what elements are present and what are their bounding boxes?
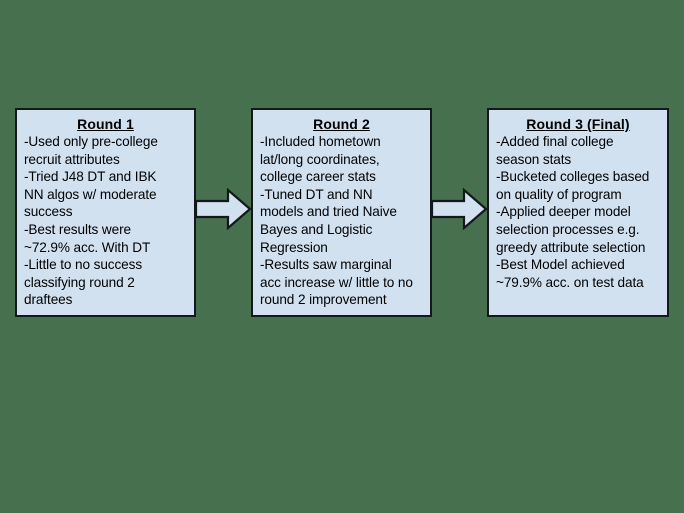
box-line: selection processes e.g. xyxy=(496,221,640,237)
box-line: -Best results were xyxy=(24,221,131,237)
box-line: -Used only pre-college xyxy=(24,134,158,149)
box-line: -Added final college xyxy=(496,134,614,149)
box-line: ~79.9% acc. on test data xyxy=(496,274,644,290)
box-title-round-2: Round 2 xyxy=(313,116,370,132)
box-line: acc increase w/ little to no xyxy=(260,274,413,290)
box-title-round-1: Round 1 xyxy=(77,116,134,132)
box-line: classifying round 2 xyxy=(24,274,135,290)
box-line: ~72.9% acc. With DT xyxy=(24,239,151,255)
box-line: lat/long coordinates, xyxy=(260,151,380,167)
box-line: success xyxy=(24,204,73,220)
box-body-round-2: -Included hometown lat/long coordinates,… xyxy=(260,133,423,309)
box-line: college career stats xyxy=(260,169,376,185)
process-box-round-1[interactable]: Round 1 -Used only pre-college recruit a… xyxy=(15,108,196,317)
box-line: -Little to no success xyxy=(24,257,143,273)
box-line: -Bucketed colleges based xyxy=(496,169,650,185)
box-line: models and tried Naive xyxy=(260,204,397,220)
box-line: -Tuned DT and NN xyxy=(260,186,373,202)
box-line: recruit attributes xyxy=(24,151,120,167)
box-line: Bayes and Logistic xyxy=(260,221,373,237)
flow-arrow-icon-1 xyxy=(195,188,252,230)
process-box-round-2[interactable]: Round 2 -Included hometown lat/long coor… xyxy=(251,108,432,317)
box-title-round-3: Round 3 (Final) xyxy=(526,116,630,132)
process-box-round-3[interactable]: Round 3 (Final) -Added final college sea… xyxy=(487,108,669,317)
box-line: -Results saw marginal xyxy=(260,257,392,273)
box-body-round-3: -Added final college season stats -Bucke… xyxy=(496,133,660,291)
box-line: -Tried J48 DT and IBK xyxy=(24,169,157,185)
box-body-round-1: -Used only pre-college recruit attribute… xyxy=(24,133,187,309)
box-line: on quality of program xyxy=(496,186,622,202)
box-line: season stats xyxy=(496,151,572,167)
flow-arrow-icon-2 xyxy=(431,188,488,230)
box-line: -Best Model achieved xyxy=(496,257,625,273)
box-line: Regression xyxy=(260,239,328,255)
box-line: round 2 improvement xyxy=(260,292,387,308)
box-line: NN algos w/ moderate xyxy=(24,186,157,202)
box-line: -Applied deeper model xyxy=(496,204,631,220)
box-line: greedy attribute selection xyxy=(496,239,646,255)
box-line: -Included hometown xyxy=(260,134,381,149)
box-line: draftees xyxy=(24,292,73,308)
